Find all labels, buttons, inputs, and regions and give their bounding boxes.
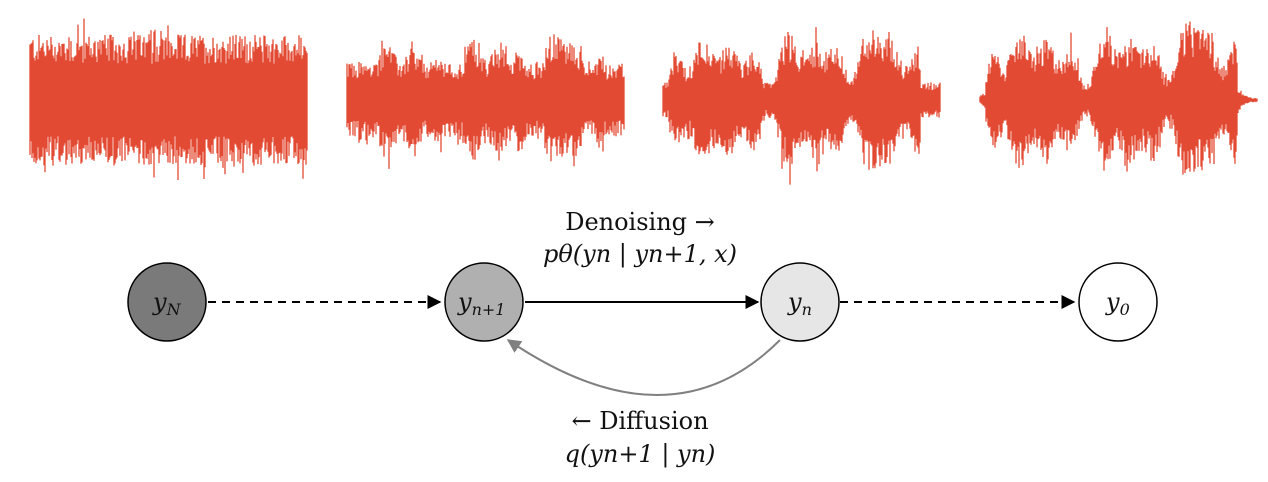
node-yn1-circle xyxy=(444,262,524,342)
node-yN-label: yN xyxy=(152,288,182,319)
node-yn-label: yn xyxy=(787,288,812,319)
edge-yn-to-yn1-diffusion xyxy=(506,339,781,396)
node-yN: yN xyxy=(127,262,207,342)
waveform-row xyxy=(29,18,1258,185)
node-yn-circle xyxy=(760,262,840,342)
diffusion-formula: q(yn+1 | yn) xyxy=(564,440,716,468)
node-yN-circle xyxy=(127,262,207,342)
waveform-1 xyxy=(29,18,308,180)
denoising-title: Denoising → xyxy=(565,208,715,236)
node-y0-label: y0 xyxy=(1105,288,1130,319)
node-yn1-label: yn+1 xyxy=(457,288,505,319)
denoising-formula: pθ(yn | yn+1, x) xyxy=(542,240,738,268)
node-y0: y0 xyxy=(1078,262,1158,342)
node-y0-circle xyxy=(1078,262,1158,342)
waveform-3 xyxy=(662,27,941,185)
node-yn-plus-1: yn+1 xyxy=(444,262,524,342)
diffusion-title: ← Diffusion xyxy=(571,407,709,435)
node-yn: yn xyxy=(760,262,840,342)
waveform-2 xyxy=(346,34,625,169)
waveform-4 xyxy=(979,21,1258,175)
